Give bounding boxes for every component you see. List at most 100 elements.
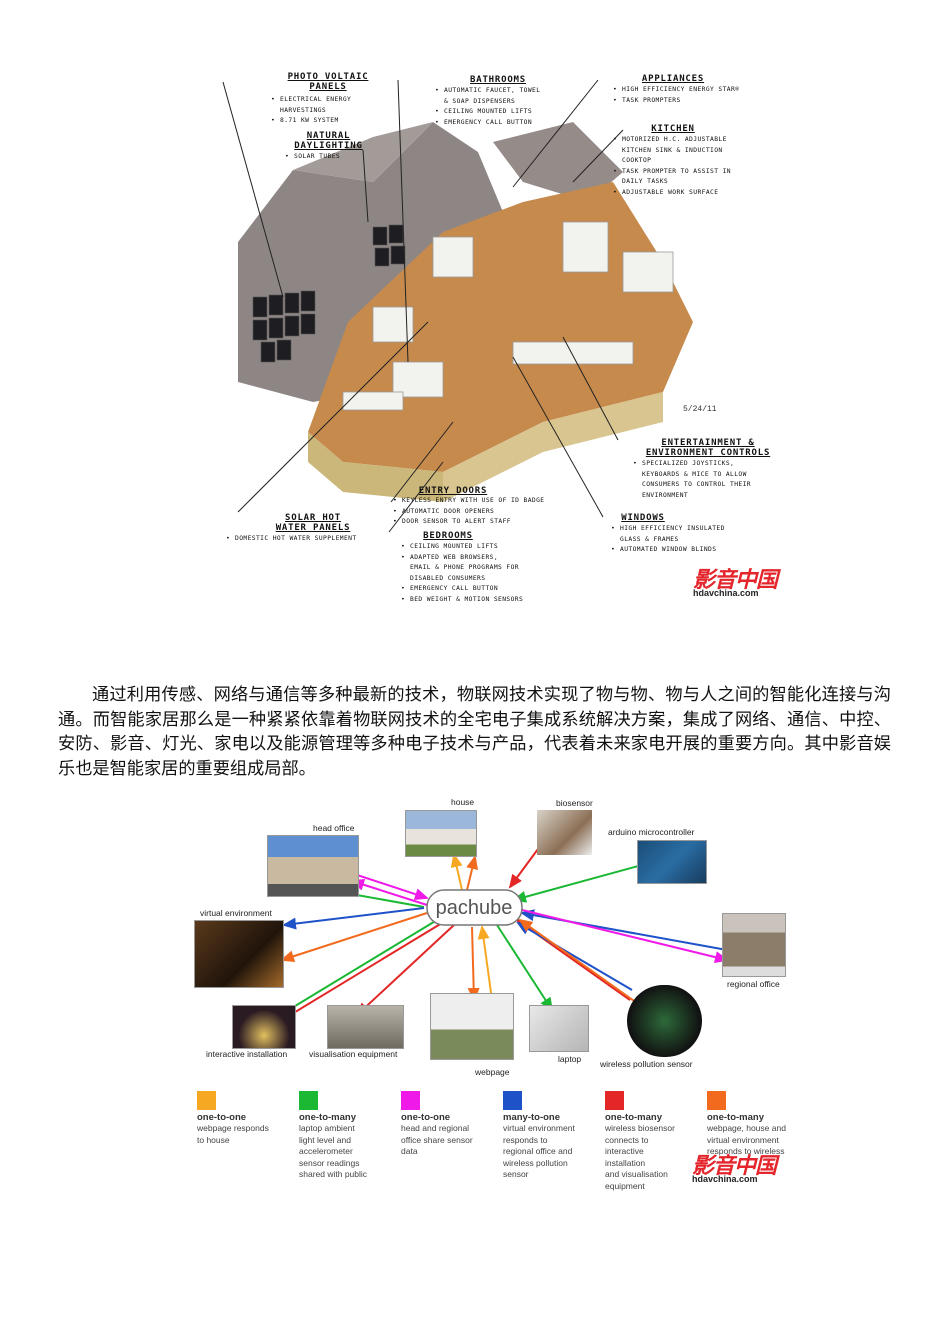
legend-title: one-to-one [401,1112,451,1123]
legend-item: one-to-many webpage, house and virtual e… [707,1091,805,1158]
legend-item: one-to-one head and regional office shar… [401,1091,499,1158]
daylight-title: NATURAL DAYLIGHTING [294,131,363,151]
interactive-label: interactive installation [206,1049,288,1059]
kitchen-item: TASK PROMPTER TO ASSIST IN DAILY TASKS [613,167,731,188]
solar-hot-item: DOMESTIC HOT WATER SUPPLEMENT [226,534,357,545]
entertainment-list: SPECIALIZED JOYSTICKS, KEYBOARDS & MICE … [633,459,751,501]
legend-swatch [401,1091,420,1110]
solar-hot-title: SOLAR HOT WATER PANELS [275,513,351,533]
house-photo [405,810,477,857]
arduino-photo [637,840,707,884]
windows-title: WINDOWS [621,513,665,523]
legend-title: one-to-one [197,1112,247,1123]
bathrooms-title: BATHROOMS [470,75,526,85]
appliances-list: HIGH EFFICIENCY ENERGY STAR® TASK PROMPT… [613,85,739,106]
appliances-item: HIGH EFFICIENCY ENERGY STAR® [613,85,739,96]
webpage-label: webpage [475,1067,510,1077]
biosensor-photo [537,810,592,855]
body-paragraph: 通过利用传感、网络与通信等多种最新的技术，物联网技术实现了物与物、物与人之间的智… [58,685,891,779]
laptop-photo [529,1005,589,1052]
windows-item: AUTOMATED WINDOW BLINDS [611,545,725,556]
visualisation-label: visualisation equipment [309,1049,398,1059]
appliances-title: APPLIANCES [641,74,705,84]
pollution-label: wireless pollution sensor [600,1059,693,1069]
legend-swatch [605,1091,624,1110]
laptop-label: laptop [558,1054,582,1064]
windows-item: HIGH EFFICIENCY INSULATED GLASS & FRAMES [611,524,725,545]
solar-hot-list: DOMESTIC HOT WATER SUPPLEMENT [226,534,357,545]
daylight-list: SOLAR TUBES [285,152,340,163]
pv-list: ELECTRICAL ENERGY HARVESTINGS 8.71 KW SY… [271,95,351,127]
pv-title: PHOTO VOLTAIC PANELS [287,72,369,92]
legend-title: one-to-many [299,1112,356,1123]
pv-item: ELECTRICAL ENERGY HARVESTINGS [271,95,351,116]
regional-office-photo [722,913,786,977]
watermark-url: hdavchina.com [692,1174,758,1184]
house-label: house [451,797,475,807]
legend-swatch [299,1091,318,1110]
pv-item: 8.71 KW SYSTEM [271,116,351,127]
legend-desc: webpage, house and virtual environment r… [707,1123,786,1156]
kitchen-title: KITCHEN [651,124,695,134]
legend-item: one-to-many laptop ambient light level a… [299,1091,397,1181]
watermark-url: hdavchina.com [693,588,759,598]
kitchen-list: MOTORIZED H.C. ADJUSTABLE KITCHEN SINK &… [613,135,731,199]
entry-title: ENTRY DOORS [418,486,488,496]
bathrooms-list: AUTOMATIC FAUCET, TOWEL & SOAP DISPENSER… [435,86,540,128]
visualisation-photo [327,1005,404,1049]
watermark-logo: 影音中国 [693,568,778,593]
bedrooms-item: ADAPTED WEB BROWSERS, EMAIL & PHONE PROG… [401,553,523,585]
bedrooms-item: EMERGENCY CALL BUTTON [401,584,523,595]
date-stamp: 5/24/11 [683,405,717,414]
legend-desc: webpage responds to house [197,1123,269,1145]
legend-desc: virtual environment responds to regional… [503,1123,575,1179]
legend-swatch [707,1091,726,1110]
bedrooms-item: BED WEIGHT & MOTION SENSORS [401,595,523,606]
bedrooms-item: CEILING MOUNTED LIFTS [401,542,523,553]
bedrooms-title: BEDROOMS [423,531,473,541]
interactive-photo [232,1005,296,1049]
legend-item: one-to-one webpage responds to house [197,1091,295,1146]
bathrooms-item: AUTOMATIC FAUCET, TOWEL & SOAP DISPENSER… [435,86,540,107]
head-office-photo [267,835,359,897]
entry-item: KEYLESS ENTRY WITH USE OF ID BADGE [393,496,545,507]
hub-box [426,889,523,926]
entry-item: DOOR SENSOR TO ALERT STAFF [393,517,545,528]
pollution-sensor-photo [627,985,702,1057]
legend-title: many-to-one [503,1112,560,1123]
legend-desc: head and regional office share sensor da… [401,1123,473,1156]
entertainment-item: SPECIALIZED JOYSTICKS, KEYBOARDS & MICE … [633,459,751,501]
kitchen-item: ADJUSTABLE WORK SURFACE [613,188,731,199]
house-illustration: 5/24/11 [222,79,717,533]
bathrooms-item: CEILING MOUNTED LIFTS [435,107,540,118]
virtual-env-photo [194,920,284,988]
webpage-photo [430,993,514,1060]
entry-list: KEYLESS ENTRY WITH USE OF ID BADGE AUTOM… [393,496,545,528]
legend-item: one-to-many wireless biosensor connects … [605,1091,703,1192]
legend-desc: wireless biosensor connects to interacti… [605,1123,675,1191]
legend-title: one-to-many [605,1112,662,1123]
watermark-logo: 影音中国 [692,1154,777,1179]
kitchen-item: MOTORIZED H.C. ADJUSTABLE KITCHEN SINK &… [613,135,731,167]
arduino-label: arduino microcontroller [608,827,695,837]
bathrooms-item: EMERGENCY CALL BUTTON [435,118,540,129]
biosensor-label: biosensor [556,798,593,808]
connection-arrows: pachube [275,829,729,1022]
legend-desc: laptop ambient light level and accelerom… [299,1123,368,1179]
smart-house-figure: 5/24/11 PHOTO VOLTAIC PANELS ELECTRICAL … [193,62,790,607]
legend-item: many-to-one virtual environment responds… [503,1091,601,1181]
legend-swatch [503,1091,522,1110]
bedrooms-list: CEILING MOUNTED LIFTS ADAPTED WEB BROWSE… [401,542,523,606]
head-office-label: head office [313,823,355,833]
hub-label: pachube [436,897,513,919]
regional-office-label: regional office [727,979,780,989]
solar-panels [252,224,406,363]
virtual-env-label: virtual environment [200,908,272,918]
legend-swatch [197,1091,216,1110]
pachube-diagram: pachube house biosensor arduino microcon… [192,795,792,1195]
daylight-item: SOLAR TUBES [285,152,340,163]
appliances-item: TASK PROMPTERS [613,96,739,107]
entertainment-title: ENTERTAINMENT & ENVIRONMENT CONTROLS [645,438,771,458]
entry-item: AUTOMATIC DOOR OPENERS [393,507,545,518]
legend-title: one-to-many [707,1112,764,1123]
